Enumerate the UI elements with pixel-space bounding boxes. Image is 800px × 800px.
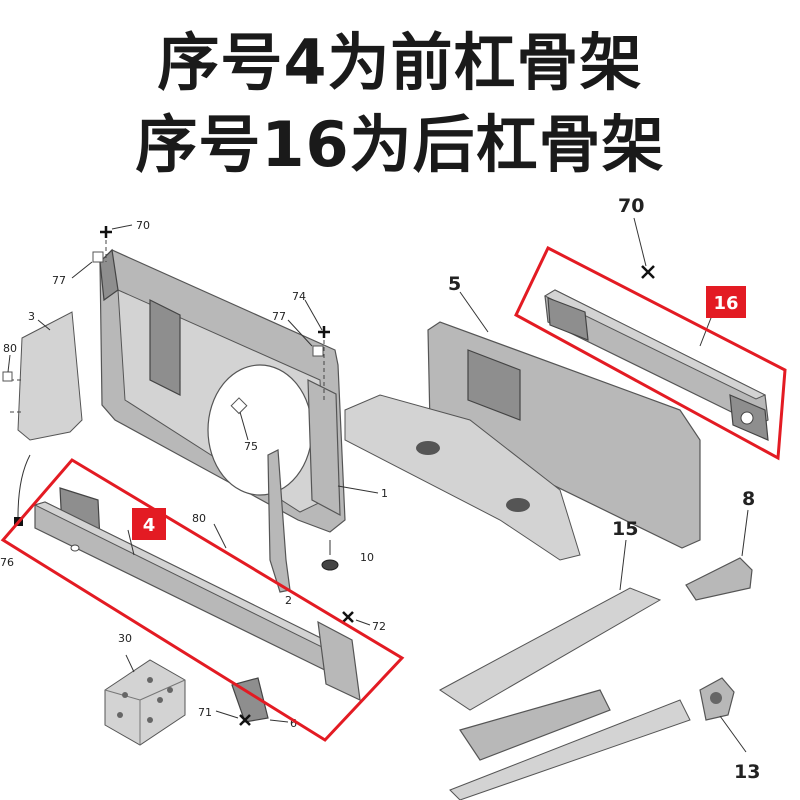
headline-rear-bumper: 序号16为后杠骨架: [135, 108, 665, 181]
callout-75: 75: [244, 440, 258, 453]
part-16-rear-bumper-beam: [543, 289, 769, 441]
part-10-buffer: [321, 559, 339, 571]
callout-70-a: 70: [136, 219, 150, 232]
callout-80-b: 80: [192, 512, 206, 525]
callout-76: 76: [0, 556, 14, 569]
clip-77-marker-a: [92, 251, 104, 263]
clip-80-marker-a: [2, 371, 13, 382]
callout-30: 30: [118, 632, 132, 645]
fastener-72-marker: [342, 611, 354, 623]
fastener-70-marker: [100, 226, 112, 262]
callout-5: 5: [448, 273, 461, 295]
callout-80-a: 80: [3, 342, 17, 355]
clip-77-marker-b: [312, 345, 324, 357]
part-13-mount: [699, 677, 735, 721]
callout-71: 71: [198, 706, 212, 719]
part-8-bracket: [685, 557, 753, 601]
callout-1: 1: [381, 487, 388, 500]
fastener-74-marker: [318, 326, 330, 400]
callout-13: 13: [734, 761, 760, 783]
callout-6: 6: [290, 717, 297, 730]
callout-2: 2: [285, 594, 292, 607]
badge-front-bumper: [132, 508, 166, 540]
badge-rear-bumper: [706, 286, 746, 318]
badge-front-bumper-label: 4: [143, 515, 156, 536]
callout-3: 3: [28, 310, 35, 323]
highlight-box-rear-bumper: [514, 245, 787, 461]
callout-74: 74: [292, 290, 306, 303]
part-30-clip-kit: [104, 659, 186, 746]
fastener-71-marker: [239, 714, 251, 726]
highlight-box-front-bumper: [0, 458, 405, 742]
clip-75-marker: [230, 397, 248, 415]
part-5-rear-panel: [344, 321, 701, 561]
part-4-front-bumper-beam: [33, 487, 361, 702]
headline-front-bumper: 序号4为前杠骨架: [157, 26, 643, 99]
callout-15: 15: [612, 518, 638, 540]
part-3-air-deflector: [17, 311, 83, 441]
callout-70-b: 70: [618, 195, 644, 217]
callout-77-b: 77: [272, 310, 286, 323]
part-15-floor-rail: [439, 587, 662, 711]
callout-77-a: 77: [52, 274, 66, 287]
callout-72: 72: [372, 620, 386, 633]
badge-rear-bumper-label: 16: [713, 293, 738, 314]
fastener-70-marker-b: [641, 265, 655, 279]
callout-8: 8: [742, 488, 755, 510]
callout-10: 10: [360, 551, 374, 564]
